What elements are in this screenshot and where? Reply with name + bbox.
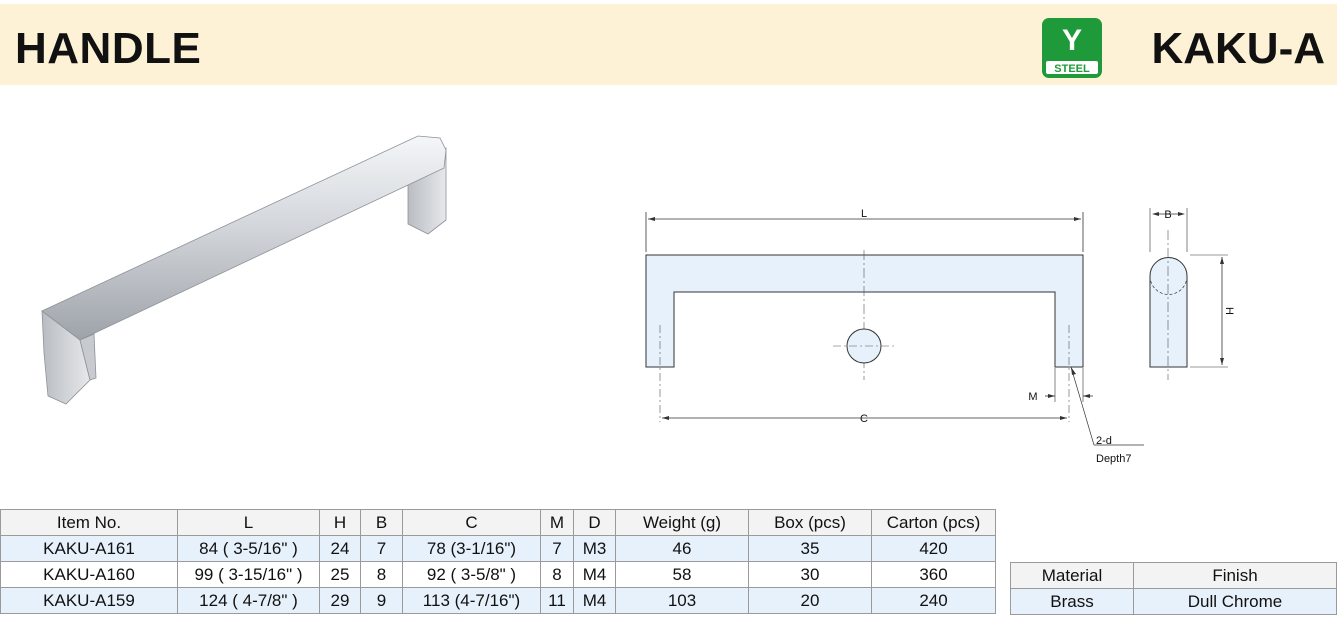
- label-C: C: [860, 413, 868, 425]
- cell-m: 7: [540, 535, 574, 562]
- label-2d: 2-d: [1096, 435, 1112, 447]
- col-header: Box (pcs): [748, 509, 872, 536]
- label-depth: Depth7: [1096, 453, 1131, 465]
- col-header: Weight (g): [615, 509, 749, 536]
- label-L: L: [861, 208, 867, 220]
- cell-l: 99 ( 3-15/16" ): [177, 561, 320, 588]
- col-header: M: [540, 509, 574, 536]
- handle-photo: [41, 135, 447, 405]
- cell-weight: 103: [615, 587, 749, 614]
- col-header: Carton (pcs): [871, 509, 996, 536]
- badge-label: STEEL: [1054, 63, 1090, 75]
- cell-h: 29: [319, 587, 361, 614]
- cell-d: M4: [573, 587, 616, 614]
- table-row: KAKU-A160 99 ( 3-15/16" ) 25 8 92 ( 3-5/…: [0, 561, 996, 588]
- cell-weight: 46: [615, 535, 749, 562]
- cell-b: 7: [360, 535, 403, 562]
- cell-m: 11: [540, 587, 574, 614]
- cell-d: M3: [573, 535, 616, 562]
- cell-finish: Dull Chrome: [1133, 588, 1337, 615]
- col-header: L: [177, 509, 320, 536]
- col-header-material: Material: [1010, 562, 1134, 589]
- col-header: D: [573, 509, 616, 536]
- technical-drawing: L C M 2-d Depth7 B H: [645, 208, 1235, 465]
- product-code: KAKU-A: [1151, 24, 1325, 73]
- cell-d: M4: [573, 561, 616, 588]
- steel-badge-icon: Y STEEL: [1042, 18, 1102, 78]
- cell-m: 8: [540, 561, 574, 588]
- label-B: B: [1164, 209, 1171, 221]
- table-header-row: Material Finish: [1010, 562, 1337, 589]
- table-row: Brass Dull Chrome: [1010, 588, 1337, 615]
- cell-h: 25: [319, 561, 361, 588]
- spec-table: Item No. L H B C M D Weight (g) Box (pcs…: [0, 509, 996, 614]
- cell-box: 20: [748, 587, 872, 614]
- cell-b: 9: [360, 587, 403, 614]
- cell-c: 92 ( 3-5/8" ): [402, 561, 541, 588]
- material-table: Material Finish Brass Dull Chrome: [1010, 562, 1337, 615]
- col-header: C: [402, 509, 541, 536]
- cell-carton: 420: [871, 535, 996, 562]
- col-header: Item No.: [0, 509, 178, 536]
- cell-c: 78 (3-1/16"): [402, 535, 541, 562]
- label-M: M: [1028, 391, 1037, 403]
- cell-c: 113 (4-7/16"): [402, 587, 541, 614]
- col-header: B: [360, 509, 403, 536]
- cell-h: 24: [319, 535, 361, 562]
- col-header-finish: Finish: [1133, 562, 1337, 589]
- cell-item-no: KAKU-A161: [0, 535, 178, 562]
- cell-weight: 58: [615, 561, 749, 588]
- cell-l: 124 ( 4-7/8" ): [177, 587, 320, 614]
- cell-item-no: KAKU-A160: [0, 561, 178, 588]
- cell-carton: 360: [871, 561, 996, 588]
- cell-carton: 240: [871, 587, 996, 614]
- table-row: KAKU-A159 124 ( 4-7/8" ) 29 9 113 (4-7/1…: [0, 587, 996, 614]
- page-title: HANDLE: [15, 24, 202, 73]
- header-band: HANDLE Y STEEL KAKU-A: [0, 4, 1337, 85]
- cell-item-no: KAKU-A159: [0, 587, 178, 614]
- label-H: H: [1223, 307, 1235, 315]
- cell-b: 8: [360, 561, 403, 588]
- col-header: H: [319, 509, 361, 536]
- table-header-row: Item No. L H B C M D Weight (g) Box (pcs…: [0, 509, 996, 536]
- badge-letter: Y: [1062, 24, 1082, 57]
- cell-material: Brass: [1010, 588, 1134, 615]
- cell-box: 35: [748, 535, 872, 562]
- table-row: KAKU-A161 84 ( 3-5/16" ) 24 7 78 (3-1/16…: [0, 535, 996, 562]
- cell-box: 30: [748, 561, 872, 588]
- cell-l: 84 ( 3-5/16" ): [177, 535, 320, 562]
